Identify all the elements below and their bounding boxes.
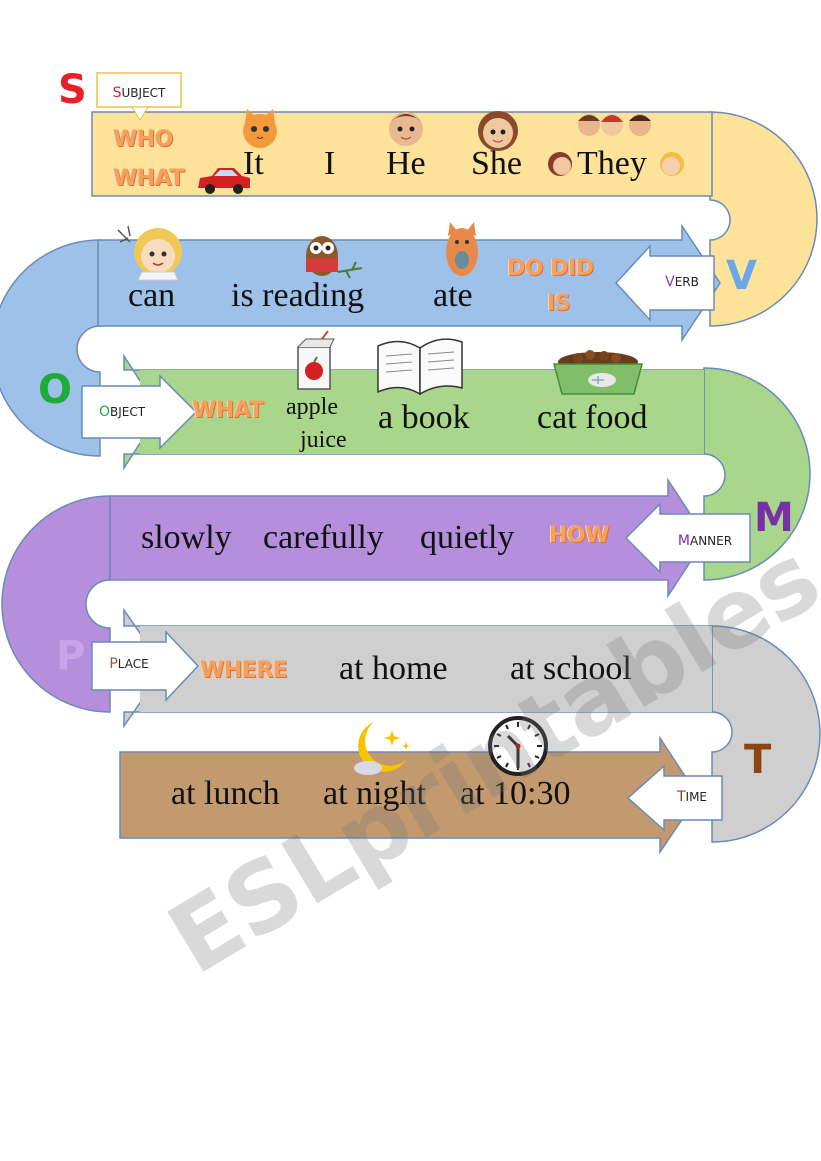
object-label-rest: BJECT bbox=[110, 405, 145, 419]
time-letter: T bbox=[744, 740, 771, 780]
word-juice: juice bbox=[300, 425, 347, 455]
subject-letter: S bbox=[58, 70, 87, 110]
question-what-object: WHAT bbox=[192, 398, 263, 423]
word-quietly: quietly bbox=[420, 519, 514, 557]
word-a-book: a book bbox=[378, 399, 470, 437]
verb-label-initial: V bbox=[665, 274, 675, 290]
subject-label: SUBJECT bbox=[98, 85, 180, 101]
word-ate: ate bbox=[433, 277, 473, 315]
question-how: HOW bbox=[549, 523, 609, 548]
word-is-reading: is reading bbox=[231, 277, 364, 315]
place-label: PLACE bbox=[94, 656, 164, 672]
manner-label-initial: M bbox=[678, 533, 690, 549]
verb-label: VERB bbox=[652, 274, 712, 290]
word-at-home: at home bbox=[339, 650, 448, 688]
word-i: I bbox=[324, 145, 335, 183]
verb-label-rest: ERB bbox=[675, 275, 699, 289]
manner-label-rest: ANNER bbox=[690, 534, 732, 548]
question-is: IS bbox=[547, 291, 570, 316]
juice-box-icon bbox=[298, 331, 334, 389]
word-he: He bbox=[386, 145, 426, 183]
question-what-subject: WHAT bbox=[113, 166, 184, 191]
question-who: WHO bbox=[113, 127, 173, 152]
word-can: can bbox=[128, 277, 175, 315]
word-slowly: slowly bbox=[141, 519, 232, 557]
boy-icon bbox=[389, 112, 423, 146]
object-letter: O bbox=[38, 370, 72, 410]
time-label-rest: IME bbox=[686, 790, 707, 804]
open-book-icon bbox=[378, 339, 462, 394]
word-at-lunch: at lunch bbox=[171, 775, 280, 813]
word-she: She bbox=[471, 145, 522, 183]
word-apple: apple bbox=[286, 392, 338, 422]
question-where: WHERE bbox=[200, 658, 287, 683]
subject-label-rest: UBJECT bbox=[122, 86, 166, 100]
cat-food-bowl-icon bbox=[554, 350, 642, 394]
time-label-initial: T bbox=[677, 789, 686, 805]
place-label-initial: P bbox=[109, 656, 117, 672]
verb-letter: V bbox=[726, 256, 757, 296]
place-letter: P bbox=[56, 636, 85, 676]
subject-label-initial: S bbox=[113, 85, 122, 101]
object-label-initial: O bbox=[99, 404, 110, 420]
manner-label: MANNER bbox=[662, 533, 748, 549]
girl-face-right-icon bbox=[660, 152, 684, 176]
word-they: They bbox=[577, 145, 647, 183]
question-do-did: DO DID bbox=[507, 256, 593, 281]
children-icon bbox=[578, 114, 651, 136]
girl-face-left-icon bbox=[548, 152, 572, 176]
cat-icon bbox=[243, 109, 277, 148]
word-cat-food: cat food bbox=[537, 399, 647, 437]
word-carefully: carefully bbox=[263, 519, 384, 557]
eating-cat-icon bbox=[446, 222, 478, 276]
place-label-rest: LACE bbox=[118, 657, 149, 671]
object-label: OBJECT bbox=[84, 404, 160, 420]
word-it: It bbox=[243, 145, 264, 183]
time-label: TIME bbox=[664, 789, 720, 805]
